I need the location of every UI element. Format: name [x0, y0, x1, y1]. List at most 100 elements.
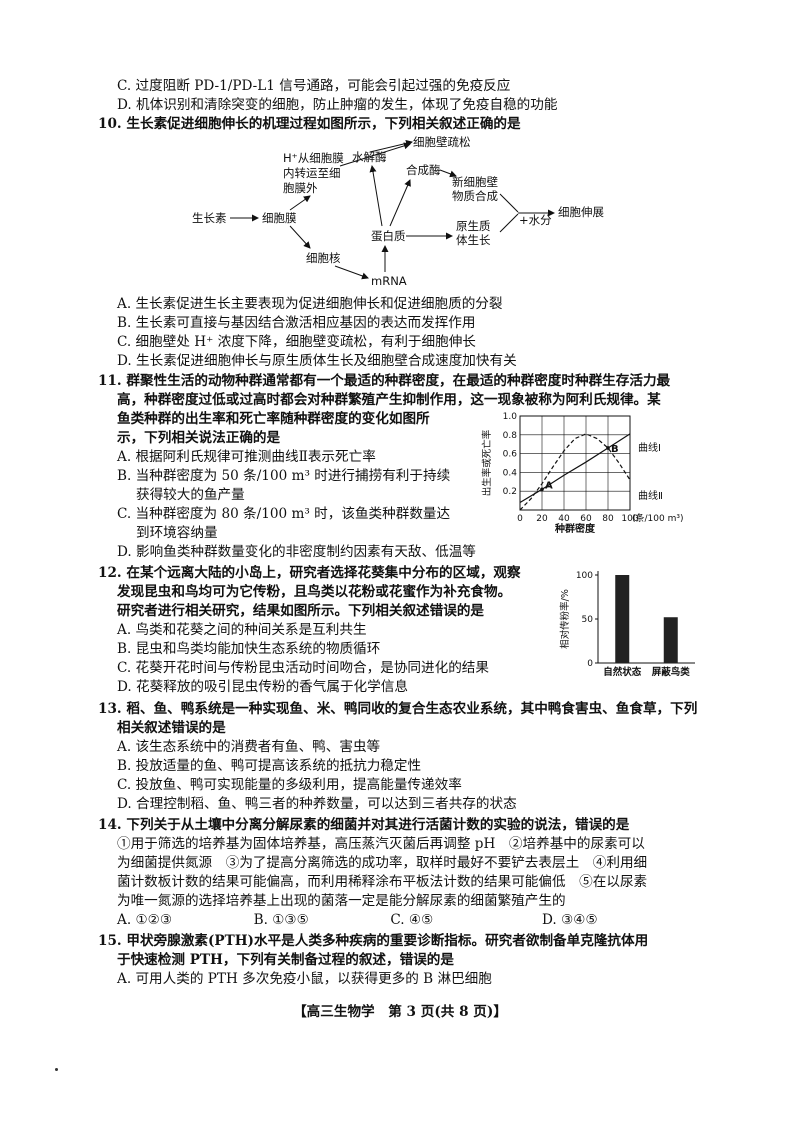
q13-stem-1: 13. 稻、鱼、鸭系统是一种实现鱼、米、鸭同收的复合生态农业系统，其中鸭食害虫、…: [98, 701, 698, 717]
q11-stem-3: 鱼类种群的出生率和死亡率随种群密度的变化如图所: [117, 411, 430, 427]
q15-option-a: A. 可用人类的 PTH 多次免疫小鼠，以获得更多的 B 淋巴细胞: [117, 971, 492, 987]
label-h-transport-1: H⁺从细胞膜: [283, 151, 344, 165]
q11-stem-1: 11. 群聚性生活的动物种群通常都有一个最适的种群密度，在最适的种群密度时种群生…: [98, 373, 671, 389]
series-label-2: 曲线Ⅱ: [638, 489, 663, 502]
arrow-nucleus-mrna: [334, 265, 369, 280]
y-axis-label: 相对传粉率/%: [559, 589, 571, 649]
label-protein: 蛋白质: [371, 229, 406, 243]
label-h-transport-3: 胞膜外: [283, 181, 318, 195]
q11-option-b-2: 获得较大的鱼产量: [136, 487, 245, 503]
bar-1: [615, 575, 630, 663]
x-axis-label: 种群密度: [554, 522, 596, 535]
q14-options: A. ①②③ B. ①③⑤ C. ④⑤ D. ③④⑤: [117, 912, 598, 928]
q14-stem-2: ①用于筛选的培养基为固体培养基，高压蒸汽灭菌后再调整 pH ②培养基中的尿素可以: [117, 836, 645, 852]
label-water: +水分: [519, 213, 552, 227]
y-tick-label: 100: [576, 571, 593, 581]
arrow-protoplast-merge: [499, 213, 519, 233]
q13-option-d: D. 合理控制稻、鱼、鸭三者的种养数量，可以达到三者共存的状态: [117, 796, 517, 812]
arrow-membrane-htransport: [289, 195, 311, 211]
q11-option-d: D. 影响鱼类种群数量变化的非密度制约因素有天敌、低温等: [117, 544, 476, 560]
q11-stem-4: 示，下列相关说法正确的是: [117, 430, 281, 446]
label-wall-loose: 细胞壁疏松: [413, 135, 471, 149]
auxin-mechanism-diagram: 生长素 细胞膜 H⁺从细胞膜 内转运至细 胞膜外 水解酶 细胞壁疏松 合成酶 新…: [192, 135, 604, 288]
x-tick-label: 0: [517, 514, 523, 524]
arrow-htransport-wall: [339, 142, 411, 167]
q11-option-b-1: B. 当种群密度为 50 条/100 m³ 时进行捕捞有利于持续: [117, 468, 451, 484]
arrow-synthase-newwall: [439, 169, 457, 178]
q15-stem-1: 15. 甲状旁腺激素(PTH)水平是人类多种疾病的重要诊断指标。研究者欲制备单克…: [98, 933, 649, 949]
y-tick-label: 0: [587, 659, 593, 669]
q13-option-c: C. 投放鱼、鸭可实现能量的多级利用，提高能量传递效率: [117, 777, 462, 793]
q10-stem: 10. 生长素促进细胞伸长的机理过程如图所示，下列相关叙述正确的是: [98, 116, 521, 132]
q10-option-c: C. 细胞壁处 H⁺ 浓度下降，细胞壁变疏松，有利于细胞伸长: [117, 334, 476, 350]
q12-stem-1: 12. 在某个远离大陆的小岛上，研究者选择花葵集中分布的区域，观察: [98, 565, 521, 581]
q11-option-a: A. 根据阿利氏规律可推测曲线Ⅱ表示死亡率: [117, 449, 376, 465]
y-tick-label: 50: [582, 615, 594, 625]
label-new-wall-2: 物质合成: [452, 189, 498, 203]
y-tick-label: 0.8: [503, 431, 518, 441]
q13-stem-2: 相关叙述错误的是: [117, 720, 226, 736]
label-auxin: 生长素: [192, 211, 227, 225]
x-tick-label: 20: [536, 514, 548, 524]
q12-option-c: C. 花葵开花时间与传粉昆虫活动时间吻合，是协同进化的结果: [117, 660, 489, 676]
page-footer: 【高三生物学 第 3 页(共 8 页)】: [293, 1004, 507, 1020]
q14-stem-1: 14. 下列关于从土壤中分离分解尿素的细菌并对其进行活菌计数的实验的说法，错误的…: [98, 817, 630, 833]
x-tick-label: 40: [558, 514, 570, 524]
y-axis-label: 出生率或死亡率: [481, 429, 493, 496]
arrow-protein-synthase: [389, 179, 411, 227]
bar-2: [663, 617, 678, 663]
scan-speck: [55, 1068, 58, 1071]
arrow-membrane-nucleus: [289, 225, 311, 249]
pollination-rate-chart: 0 50 100 相对传粉率/% 自然状态屏蔽鸟类: [559, 571, 695, 678]
label-synthase: 合成酶: [406, 163, 441, 177]
q12-stem-3: 研究者进行相关研究，结果如图所示。下列相关叙述错误的是: [117, 603, 485, 619]
q11-option-c-1: C. 当种群密度为 80 条/100 m³ 时，该鱼类种群数量达: [117, 506, 451, 522]
arrow-protein-hydrolase: [369, 165, 383, 227]
y-tick-label: 1.0: [503, 412, 518, 422]
plot-frame: [519, 415, 631, 511]
y-tick-label: 0.6: [503, 450, 518, 460]
q14-stem-4: 菌计数板计数的结果可能偏高，而利用稀释涂布平板法计数的结果可能偏低 ⑤在以尿素: [117, 874, 648, 890]
q15-stem-2: 于快速检测 PTH，下列有关制备过程的叙述，错误的是: [117, 952, 454, 968]
q13-option-b: B. 投放适量的鱼、鸭可提高该系统的抵抗力稳定性: [117, 758, 422, 774]
q9-option-c: C. 过度阻断 PD-1/PD-L1 信号通路，可能会引起过强的免疫反应: [117, 78, 511, 94]
label-elongation: 细胞伸展: [558, 205, 604, 219]
category-label-1: 自然状态: [603, 666, 642, 678]
q11-option-c-2: 到环境容纳量: [136, 525, 218, 541]
birth-death-rate-chart: 0.2 0.4 0.6 0.8 1.0 0 20 40 60 80 100(条/100 m³) 种群密…: [481, 412, 683, 535]
label-new-wall-1: 新细胞壁: [452, 175, 498, 189]
point-B: [606, 446, 610, 450]
label-membrane: 细胞膜: [262, 211, 297, 225]
label-protoplast-2: 体生长: [456, 233, 491, 247]
series-line-2: [519, 433, 631, 511]
point-label-A: A: [545, 480, 553, 491]
x-tick-label: 60: [580, 514, 592, 524]
q10-option-b: B. 生长素可直接与基因结合激活相应基因的表达而发挥作用: [117, 315, 476, 331]
x-tick-label: 80: [602, 514, 614, 524]
series-label-1: 曲线Ⅰ: [638, 441, 661, 454]
q13-option-a: A. 该生态系统中的消费者有鱼、鸭、害虫等: [117, 739, 381, 755]
q12-stem-2: 发现昆虫和鸟均可为它传粉，且鸟类以花粉或花蜜作为补充食物。: [117, 584, 512, 600]
q10-option-d: D. 生长素促进细胞伸长与原生质体生长及细胞壁合成速度加快有关: [117, 353, 517, 369]
category-label-2: 屏蔽鸟类: [652, 666, 691, 678]
q14-stem-5: 为唯一氮源的选择培养基上出现的菌落一定是能分解尿素的细菌繁殖产生的: [117, 893, 566, 909]
x-tick-label: 100: [621, 514, 638, 524]
y-tick-label: 0.4: [503, 468, 518, 478]
q14-stem-3: 为细菌提供氮源 ③为了提高分离筛选的成功率，取样时最好不要铲去表层土 ④利用细: [117, 855, 648, 871]
x-unit-label: (条/100 m³): [632, 512, 683, 524]
series-line-1: [519, 433, 631, 503]
label-nucleus: 细胞核: [306, 251, 341, 265]
arrow-hydrolase-wall: [369, 139, 413, 153]
q12-option-b: B. 昆虫和鸟类均能加快生态系统的物质循环: [117, 641, 381, 657]
y-tick-label: 0.2: [503, 487, 517, 497]
q12-option-d: D. 花葵释放的吸引昆虫传粉的香气属于化学信息: [117, 679, 408, 695]
arrow-newwall-merge: [499, 193, 519, 213]
point-label-B: B: [611, 444, 619, 455]
label-mrna: mRNA: [371, 274, 407, 288]
q9-option-d: D. 机体识别和清除突变的细胞，防止肿瘤的发生，体现了免疫自稳的功能: [117, 97, 558, 113]
q12-option-a: A. 鸟类和花葵之间的种间关系是互利共生: [117, 622, 367, 638]
q10-option-a: A. 生长素促进生长主要表现为促进细胞伸长和促进细胞质的分裂: [117, 296, 503, 312]
label-protoplast-1: 原生质: [456, 219, 491, 233]
label-h-transport-2: 内转运至细: [283, 166, 341, 180]
q11-stem-2: 高，种群密度过低或过高时都会对种群繁殖产生抑制作用，这一现象被称为阿利氏规律。某: [117, 392, 661, 408]
